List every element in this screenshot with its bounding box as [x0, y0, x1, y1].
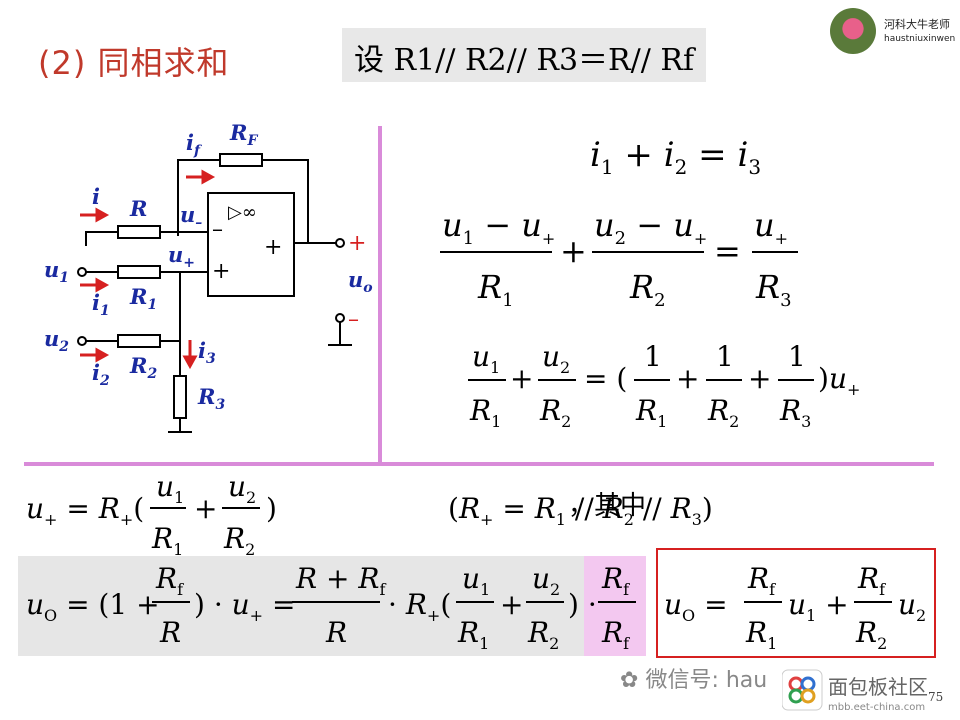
- circuit-diagram: if RF i R u– u+ u1 i1 R1 u2 i2 R2 i3 R3 …: [44, 120, 373, 433]
- uo-label: uo: [348, 267, 373, 296]
- slide-title: (2) 同相求和: [38, 44, 230, 82]
- u2-label: u2: [44, 326, 69, 355]
- output-plus-sign: +: [264, 235, 282, 260]
- flower-avatar-icon: [830, 8, 876, 54]
- svg-text:+: +: [194, 492, 217, 525]
- svg-text:)u+: )u+: [818, 362, 860, 399]
- svg-text:R: R: [159, 616, 181, 649]
- rearranged-equation: u1 R1 + u2 R2 = ( 1 R1 + 1 R2 + 1 R3 )u+: [468, 340, 860, 431]
- node-equation: u1 − u+ R1 + u2 − u+ R2 = u+ R3: [440, 206, 798, 311]
- svg-text:) · u+ =: ) · u+ =: [194, 588, 295, 625]
- i1-label: i1: [92, 290, 110, 319]
- svg-text:· R+(: · R+(: [388, 588, 451, 625]
- svg-text:Rf: Rf: [601, 616, 630, 653]
- svg-text:+: +: [560, 232, 587, 270]
- minus-input-sign: –: [212, 217, 223, 242]
- svg-text:uO =: uO =: [664, 588, 728, 625]
- i3-label: i3: [198, 338, 216, 367]
- svg-text:u2: u2: [542, 340, 570, 377]
- svg-text:+: +: [676, 362, 699, 395]
- u-minus-label: u–: [180, 202, 202, 231]
- svg-text:u1: u1: [472, 340, 500, 377]
- svg-text:+: +: [510, 362, 533, 395]
- out-plus-label: +: [348, 231, 366, 256]
- svg-text:R2: R2: [629, 268, 666, 311]
- svg-text:Rf: Rf: [747, 562, 776, 599]
- site-watermark: 面包板社区 mbb.eet-china.com: [782, 669, 928, 713]
- svg-text:R2: R2: [223, 522, 255, 556]
- wechat-text: 微信号: hau: [645, 668, 768, 693]
- u1-label: u1: [44, 257, 69, 286]
- logo-handle: haustniuxinwen: [884, 34, 956, 44]
- svg-text:u1 +: u1 +: [788, 588, 849, 625]
- r2-label: R2: [129, 353, 157, 382]
- svg-text:Rf: Rf: [155, 562, 184, 599]
- svg-text:uO = (1 +: uO = (1 +: [26, 588, 160, 625]
- kcl-equations: i1 + i2 = i3 u1 − u+ R1 + u2 − u+ R2 = u…: [440, 135, 860, 431]
- svg-text:u1: u1: [462, 562, 490, 599]
- svg-text:R2: R2: [527, 616, 559, 653]
- svg-text:u2: u2: [532, 562, 560, 599]
- svg-text:= (: = (: [584, 362, 627, 395]
- r3-label: R3: [197, 384, 225, 413]
- svg-text:u1 − u+: u1 − u+: [442, 206, 555, 249]
- svg-text:R + Rf: R + Rf: [295, 562, 386, 599]
- i-label: i: [92, 184, 100, 209]
- output-derivation: uO = (1 + Rf R ) · u+ = R + Rf R · R+( u…: [26, 562, 926, 653]
- svg-text:+: +: [748, 362, 771, 395]
- current-sum-equation: i1 + i2 = i3: [590, 135, 761, 179]
- note-text: ，其中: [568, 491, 647, 521]
- rf-ratio-highlight: [584, 556, 646, 656]
- svg-text:=: =: [714, 232, 741, 270]
- r1-label: R1: [129, 284, 157, 313]
- plus-input-sign: +: [212, 259, 230, 284]
- svg-text:u2: u2: [228, 470, 256, 507]
- site-name: 面包板社区: [828, 675, 928, 699]
- out-minus-label: –: [348, 307, 359, 332]
- svg-text:R2: R2: [707, 394, 739, 431]
- svg-text:R1: R1: [469, 394, 501, 431]
- assumption-box: 设 R1// R2// R3＝R// Rf: [342, 28, 706, 82]
- svg-text:i1 + i2 = i3: i1 + i2 = i3: [590, 135, 761, 179]
- svg-text:1: 1: [788, 340, 806, 373]
- u-plus-equation: u+ = R+( u1 R1 + u2 R2 ) (R+ = R1 // R2 …: [26, 470, 713, 556]
- infinity-label: ▷∞: [228, 202, 257, 223]
- svg-text:1: 1: [644, 340, 662, 373]
- svg-text:R: R: [325, 616, 347, 649]
- svg-text:u1: u1: [156, 470, 184, 507]
- site-url: mbb.eet-china.com: [828, 702, 925, 713]
- assumption-text: 设 R1// R2// R3＝R// Rf: [354, 43, 695, 78]
- svg-text:Rf: Rf: [857, 562, 886, 599]
- svg-text:R1: R1: [151, 522, 183, 556]
- derivation-background: [18, 556, 584, 656]
- wechat-watermark: ✿ 微信号: hau: [620, 662, 767, 694]
- svg-text:R1: R1: [635, 394, 667, 431]
- svg-text:R3: R3: [779, 394, 811, 431]
- svg-text:) ·: ) ·: [568, 588, 597, 621]
- page-number: 75: [928, 690, 944, 704]
- svg-text:u2 − u+: u2 − u+: [594, 206, 707, 249]
- svg-text:u+: u+: [754, 206, 788, 248]
- svg-text:R1: R1: [477, 268, 514, 311]
- svg-text:u2: u2: [898, 588, 926, 625]
- svg-text:R1: R1: [457, 616, 489, 653]
- svg-text:): ): [266, 492, 277, 525]
- r-label: R: [129, 196, 147, 221]
- wechat-icon: ✿: [620, 668, 639, 693]
- svg-text:1: 1: [716, 340, 734, 373]
- svg-text:u+ = R+(: u+ = R+(: [26, 492, 144, 529]
- if-label: if: [186, 130, 203, 159]
- svg-text:R1: R1: [745, 616, 777, 653]
- svg-text:Rf: Rf: [601, 562, 630, 599]
- rf-label: RF: [229, 120, 258, 149]
- i2-label: i2: [92, 360, 110, 389]
- u-plus-label: u+: [168, 242, 195, 271]
- svg-text:R2: R2: [855, 616, 887, 653]
- svg-text:R3: R3: [755, 268, 792, 311]
- logo-name: 河科大牛老师: [884, 18, 950, 31]
- author-logo: 河科大牛老师 haustniuxinwen: [830, 8, 960, 58]
- svg-text:R2: R2: [539, 394, 571, 431]
- svg-text:+: +: [500, 588, 523, 621]
